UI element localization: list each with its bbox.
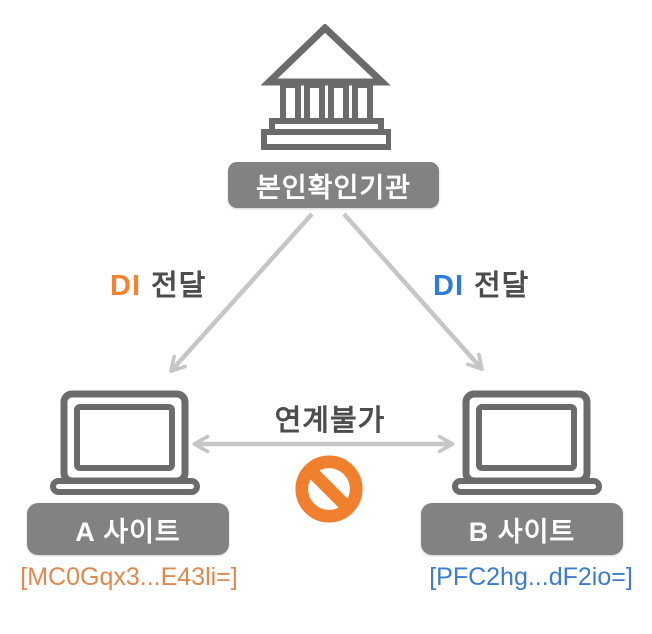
- institution-label: 본인확인기관: [228, 162, 439, 208]
- laptop-a-icon: [50, 390, 200, 495]
- site-b-label: B 사이트: [421, 503, 623, 555]
- prohibition-icon: [295, 455, 363, 523]
- no-link-label: 연계불가: [274, 405, 386, 437]
- transfer-text-right: 전달: [474, 270, 530, 302]
- laptop-b-icon: [452, 390, 602, 495]
- site-a-label: A 사이트: [27, 503, 229, 555]
- di-text-right: DI: [433, 270, 464, 302]
- transfer-text-left: 전달: [151, 270, 207, 302]
- site-a-di-value: [MC0Gqx3...E43li=]: [20, 563, 238, 591]
- site-b-di-value: [PFC2hg...dF2io=]: [429, 563, 633, 591]
- di-transfer-label-right: DI 전달: [433, 262, 529, 304]
- di-text-left: DI: [110, 270, 141, 302]
- bank-icon: [261, 24, 391, 150]
- di-transfer-label-left: DI 전달: [110, 262, 206, 304]
